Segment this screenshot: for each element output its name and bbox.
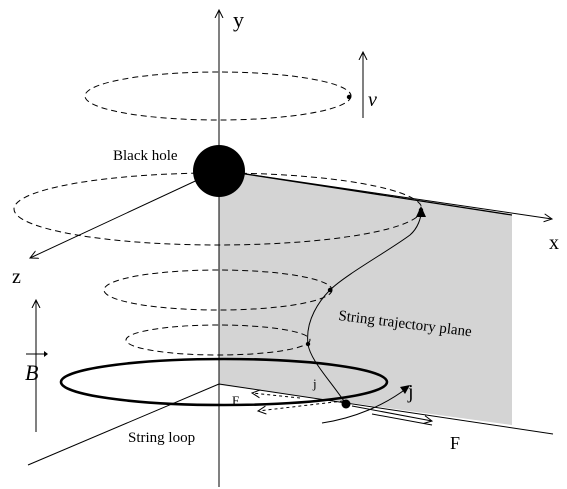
inner-current-arrow: [252, 393, 301, 399]
outer-force-arrow-2: [371, 413, 433, 426]
black-hole: [193, 145, 245, 197]
orbit-top: [84, 71, 352, 121]
floor-line-left: [27, 383, 220, 466]
y-axis-label: y: [233, 7, 244, 32]
orbit-lower: [125, 324, 311, 356]
outer-current-arrow: [321, 387, 408, 424]
current-upper-label: j: [312, 376, 317, 391]
outer-force-arrow: [351, 405, 432, 421]
orbit-top-point: [346, 94, 352, 100]
x-axis-label: x: [549, 232, 559, 254]
black-hole-label: Black hole: [113, 148, 178, 164]
z-axis-label: z: [12, 266, 21, 288]
z-axis: [30, 169, 220, 258]
outer-current-arrowhead: [400, 385, 410, 394]
trajectory-arrowhead: [416, 206, 426, 217]
field-label: B: [25, 360, 38, 385]
current-lower-label: j: [407, 381, 414, 403]
string-loop-label: String loop: [128, 430, 195, 446]
loop-point: [341, 399, 351, 409]
floor-line-right: [218, 383, 554, 435]
string-trajectory: [307, 211, 422, 405]
force-inner-label: F: [232, 393, 239, 408]
field-vector-bar-head: [44, 351, 48, 357]
string-loop: [59, 357, 389, 407]
force-outer-label: F: [450, 433, 460, 453]
x-axis: [218, 169, 552, 219]
velocity-label: v: [368, 89, 377, 111]
inner-force-arrow: [258, 400, 344, 411]
